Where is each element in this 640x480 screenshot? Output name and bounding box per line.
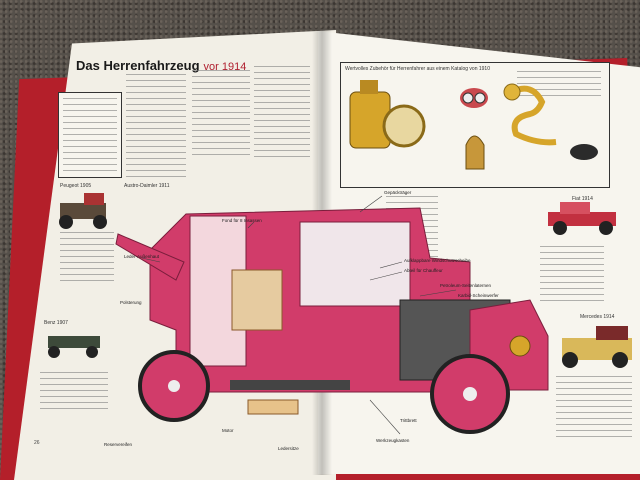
rear-seat bbox=[231, 269, 283, 331]
left-side-text-2 bbox=[40, 372, 108, 414]
caption-peugeot: Peugeot 1905 bbox=[60, 183, 92, 189]
horn-icon bbox=[503, 83, 598, 160]
label-windschutz: Aufklappbare Windschutzscheibe bbox=[404, 258, 471, 263]
caption-benz: Benz 1907 bbox=[44, 320, 68, 326]
label-fond: Fond für 8 Insassen bbox=[222, 218, 262, 223]
chauffeur-cab bbox=[299, 221, 411, 307]
main-car-illustration bbox=[115, 207, 549, 434]
label-motor: Motor bbox=[222, 428, 234, 433]
carbide-lamp-icon bbox=[349, 80, 426, 149]
caption-mercedes: Mercedes 1914 bbox=[580, 314, 615, 320]
folding-stool bbox=[247, 399, 299, 415]
label-reservereifen: Reservereifen bbox=[104, 442, 133, 447]
car-fiat-icon bbox=[548, 202, 616, 235]
label-scheinwerfer: Karbid-Scheinwerfer bbox=[458, 293, 499, 298]
text-column-1 bbox=[126, 74, 186, 182]
label-werkzeug: Werkzeugkasten bbox=[376, 438, 410, 443]
car-benz-icon bbox=[48, 336, 100, 358]
running-board bbox=[230, 380, 350, 390]
text-column-2 bbox=[192, 70, 250, 160]
goggles-icon bbox=[460, 88, 488, 108]
text-column-3 bbox=[254, 66, 310, 162]
caption-austro-daimler: Austro-Daimler 1911 bbox=[124, 183, 170, 189]
label-leder: Leder-Außenhaut bbox=[124, 254, 160, 259]
label-seitenlaternen: Petroleum-Seitenlaternen bbox=[440, 283, 492, 288]
leather-cap-icon bbox=[465, 135, 485, 170]
intro-box bbox=[58, 92, 122, 178]
accessories-heading: Wertvolles Zubehör für Herrenfahrer aus … bbox=[345, 66, 490, 72]
label-chauffeur: Abteil für Chauffeur bbox=[404, 268, 443, 273]
car-peugeot-icon bbox=[59, 193, 107, 229]
label-ledersitze: Ledersitze bbox=[278, 446, 299, 451]
caption-fiat: Fiat 1914 bbox=[572, 196, 593, 202]
page-number-left: 26 bbox=[34, 440, 40, 446]
label-gepaeck: Gepäckträger bbox=[384, 190, 412, 195]
label-trittbrett: Trittbrett bbox=[400, 418, 417, 423]
car-mercedes-icon bbox=[562, 326, 632, 368]
right-text-col-2 bbox=[540, 246, 604, 306]
left-side-text-1 bbox=[60, 232, 114, 286]
right-text-col-3 bbox=[556, 376, 632, 442]
label-polsterung: Polsterung bbox=[120, 300, 142, 305]
